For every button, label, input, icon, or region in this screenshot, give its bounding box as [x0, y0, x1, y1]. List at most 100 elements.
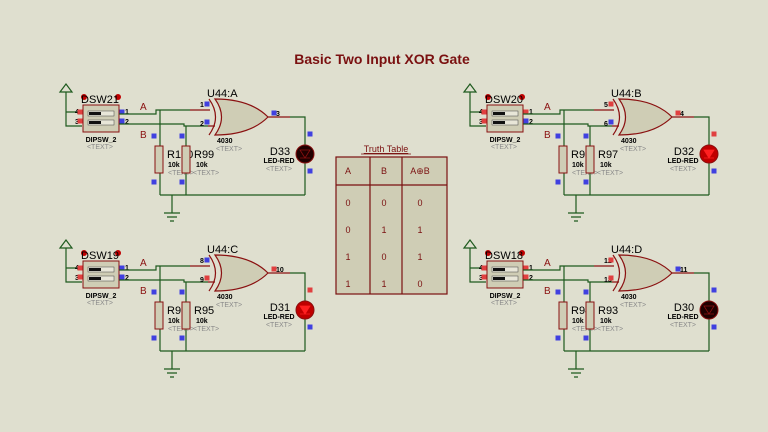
resistor-pin[interactable] — [179, 335, 185, 341]
led-type: LED-RED — [667, 158, 698, 165]
switch-name: DSW18 — [485, 250, 523, 262]
resistor-pin[interactable] — [583, 133, 589, 139]
resistor-pin[interactable] — [583, 335, 589, 341]
resistor-pin[interactable] — [179, 133, 185, 139]
switch-pin-1[interactable] — [523, 109, 529, 115]
resistor-pin[interactable] — [583, 289, 589, 295]
switch-pin-label: 4 — [479, 265, 483, 272]
resistor-pin[interactable] — [151, 179, 157, 185]
gate-text-placeholder: <TEXT> — [216, 146, 242, 153]
led-type: LED-RED — [667, 314, 698, 321]
resistor-value: 10k — [168, 318, 180, 325]
xor-gate-body — [617, 98, 673, 136]
led-pin[interactable] — [307, 324, 313, 330]
resistor-text-placeholder: <TEXT> — [193, 326, 219, 333]
resistor-text-placeholder: <TEXT> — [168, 326, 194, 333]
switch-pin-2[interactable] — [119, 118, 125, 124]
ground-icon — [164, 212, 180, 222]
resistor-pin[interactable] — [555, 335, 561, 341]
switch-pin-3[interactable] — [77, 118, 83, 124]
gate-name: U44:A — [207, 88, 238, 100]
switch-pin-3[interactable] — [77, 274, 83, 280]
led-pin[interactable] — [711, 287, 717, 293]
led-pin[interactable] — [307, 168, 313, 174]
resistor-pin[interactable] — [151, 289, 157, 295]
gate-name: U44:B — [611, 88, 642, 100]
truth-table-cell: 0 — [345, 225, 350, 235]
switch-pin-2[interactable] — [523, 274, 529, 280]
gate-input-pin[interactable] — [608, 275, 614, 281]
gate-input-pin[interactable] — [608, 119, 614, 125]
switch-pin-1[interactable] — [523, 265, 529, 271]
switch-pin-3[interactable] — [481, 274, 487, 280]
switch-pin-1[interactable] — [119, 109, 125, 115]
switch-pin-4[interactable] — [481, 109, 487, 115]
switch-pin-label: 1 — [529, 109, 533, 116]
led-type: LED-RED — [263, 314, 294, 321]
switch-type: DIPSW_2 — [86, 293, 117, 300]
gate-input-pin[interactable] — [204, 257, 210, 263]
switch-pin-4[interactable] — [77, 265, 83, 271]
gate-output-pin[interactable] — [271, 110, 277, 116]
resistor-pin[interactable] — [179, 289, 185, 295]
switch-pin-4[interactable] — [77, 109, 83, 115]
net-label-a: A — [544, 258, 551, 269]
switch-pin-2[interactable] — [119, 274, 125, 280]
resistor-pin[interactable] — [555, 289, 561, 295]
gate-output-pin[interactable] — [675, 266, 681, 272]
gate-input-pin[interactable] — [204, 101, 210, 107]
truth-table-cell: 0 — [381, 252, 386, 262]
resistor-pin[interactable] — [179, 179, 185, 185]
resistor-text-placeholder: <TEXT> — [168, 170, 194, 177]
led-pin[interactable] — [711, 168, 717, 174]
switch-pin-2[interactable] — [523, 118, 529, 124]
gate-input-pin[interactable] — [204, 119, 210, 125]
resistor-text-placeholder: <TEXT> — [597, 326, 623, 333]
resistor-pin[interactable] — [151, 133, 157, 139]
resistor-name: R95 — [194, 305, 214, 317]
resistor-pin[interactable] — [583, 179, 589, 185]
resistor-value: 10k — [168, 162, 180, 169]
gate-output-pin[interactable] — [675, 110, 681, 116]
xor-gate-body — [213, 98, 269, 136]
gate-input-pin[interactable] — [608, 101, 614, 107]
gate-output-pin[interactable] — [271, 266, 277, 272]
switch-text-placeholder: <TEXT> — [491, 300, 517, 307]
resistor-value: 10k — [600, 318, 612, 325]
gate-text-placeholder: <TEXT> — [216, 302, 242, 309]
led-pin[interactable] — [307, 131, 313, 137]
switch-pin-1[interactable] — [119, 265, 125, 271]
resistor-pin[interactable] — [151, 335, 157, 341]
gate-input-pin[interactable] — [608, 257, 614, 263]
gate-input-pin[interactable] — [204, 275, 210, 281]
resistor-pin[interactable] — [555, 179, 561, 185]
led-pin[interactable] — [711, 324, 717, 330]
led-pin[interactable] — [307, 287, 313, 293]
truth-table-cell: 1 — [417, 225, 422, 235]
resistor-pin[interactable] — [555, 133, 561, 139]
xor-gate-body — [617, 254, 673, 292]
switch-pin-4[interactable] — [481, 265, 487, 271]
switch-pin-3[interactable] — [481, 118, 487, 124]
power-terminal-icon — [58, 83, 74, 98]
gate-pin-label: 1 — [200, 102, 204, 109]
led-pin[interactable] — [711, 131, 717, 137]
